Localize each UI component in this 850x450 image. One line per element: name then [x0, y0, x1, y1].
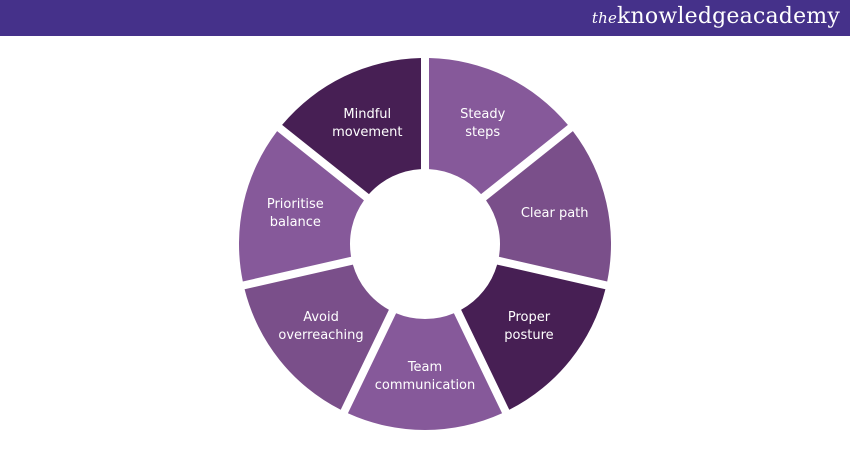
segment-6 [282, 58, 422, 195]
logo-name: knowledgeacademy [617, 4, 840, 29]
segment-label: Avoid overreaching [278, 309, 364, 343]
segment-1 [486, 131, 611, 282]
segment-label: Steady steps [460, 107, 506, 141]
segment-label: Proper posture [504, 309, 554, 343]
segment-label: Clear path [520, 206, 589, 222]
segment-5 [238, 131, 364, 282]
segment-4 [244, 264, 389, 410]
brand-logo: theknowledgeacademy [592, 4, 840, 29]
segment-0 [428, 58, 568, 195]
segment-2 [461, 264, 606, 410]
segment-label: Team communication [374, 360, 476, 393]
segment-3 [347, 313, 503, 430]
segment-label: Prioritise balance [266, 197, 324, 231]
segment-label: Mindful movement [332, 107, 403, 141]
logo-prefix: the [591, 9, 618, 27]
header-bar: theknowledgeacademy [0, 0, 850, 36]
